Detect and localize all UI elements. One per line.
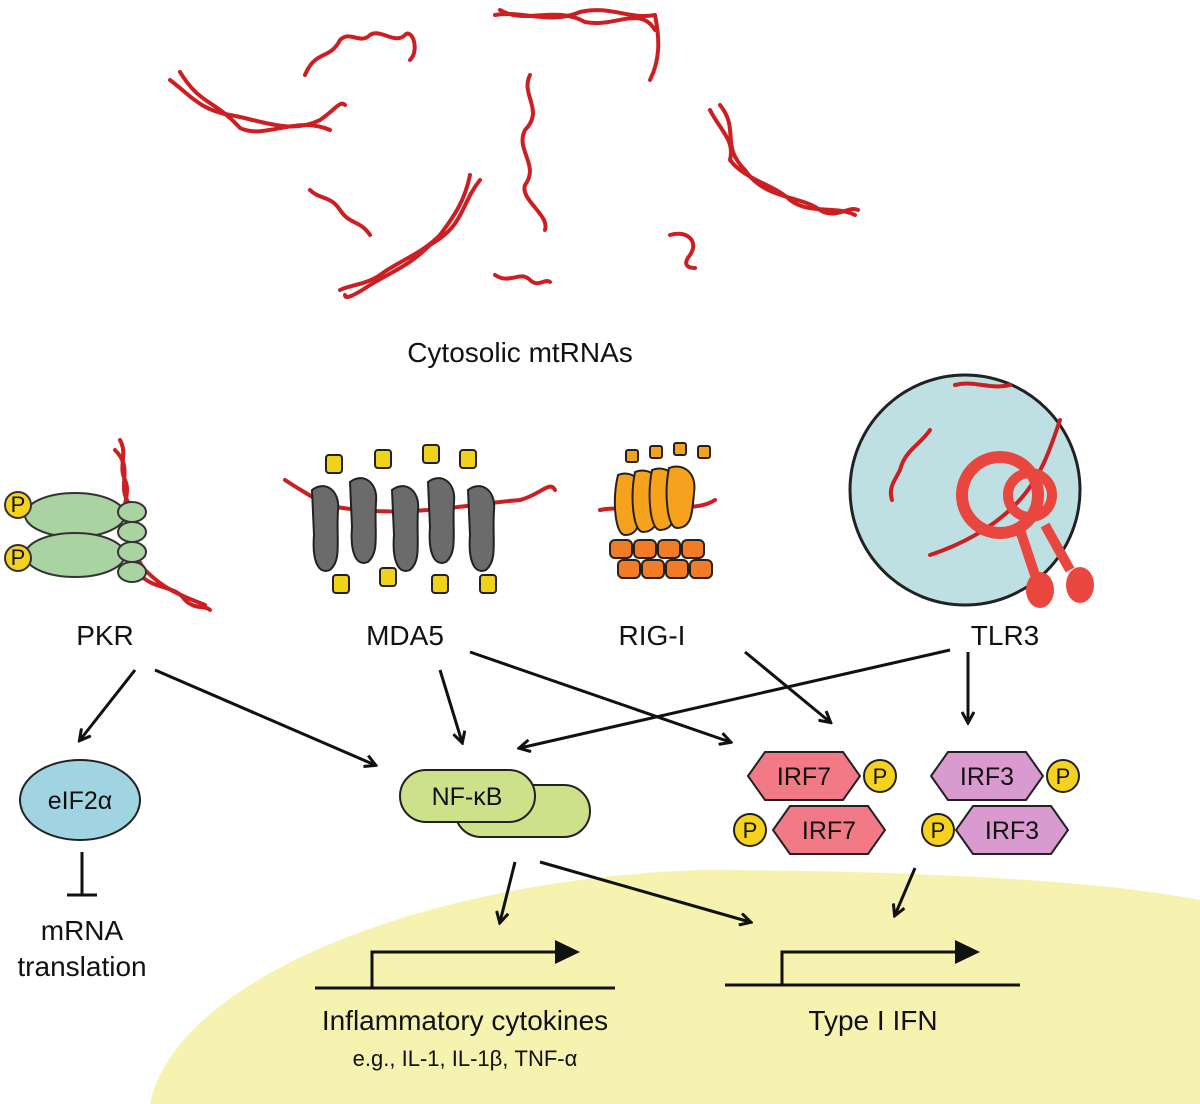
nucleus-region [150,870,1200,1104]
mda5-filament [283,444,557,594]
translation-label-line2: translation [17,951,146,982]
tlr3-endosome [848,373,1094,608]
svg-text:P: P [873,764,888,789]
rigi-complex [598,442,717,579]
svg-text:IRF7: IRF7 [802,817,856,845]
title-label: Cytosolic mtRNAs [407,337,633,368]
pkr-dimer: P P [4,438,212,612]
rigi-label: RIG-I [619,620,686,651]
svg-text:eIF2α: eIF2α [48,787,112,815]
pkr-phospho-bottom [4,544,32,572]
svg-text:P: P [1056,764,1071,789]
svg-text:IRF3: IRF3 [960,763,1014,791]
nfkb-node: NF-κB [399,769,591,838]
cytokines-examples-label: e.g., IL-1, IL-1β, TNF-α [353,1046,578,1071]
signaling-arrows [67,648,968,922]
cytokine-gene-promoter [315,940,615,990]
mda5-label: MDA5 [366,620,444,651]
tlr3-ectodomain [956,451,1044,539]
svg-text:P: P [743,818,758,843]
svg-text:IRF7: IRF7 [777,763,831,791]
cytosolic-mtrna-strands [168,8,860,299]
pkr-label: PKR [76,620,134,651]
ifn-label: Type I IFN [808,1005,937,1036]
eif2a-node: eIF2α [19,759,141,841]
irf3-dimer: IRF3 P IRF3 P [921,751,1080,855]
cytokines-label: Inflammatory cytokines [322,1005,608,1036]
irf7-dimer: IRF7 P IRF7 P [733,751,897,855]
svg-text:P: P [931,818,946,843]
svg-text:P: P [11,492,26,517]
pkr-phospho-top [4,491,32,519]
ifn-gene-promoter [725,940,1020,987]
svg-text:P: P [11,545,26,570]
translation-label-line1: mRNA [41,915,124,946]
svg-text:NF-κB: NF-κB [432,783,503,811]
svg-text:IRF3: IRF3 [985,817,1039,845]
tlr3-label: TLR3 [971,620,1039,651]
